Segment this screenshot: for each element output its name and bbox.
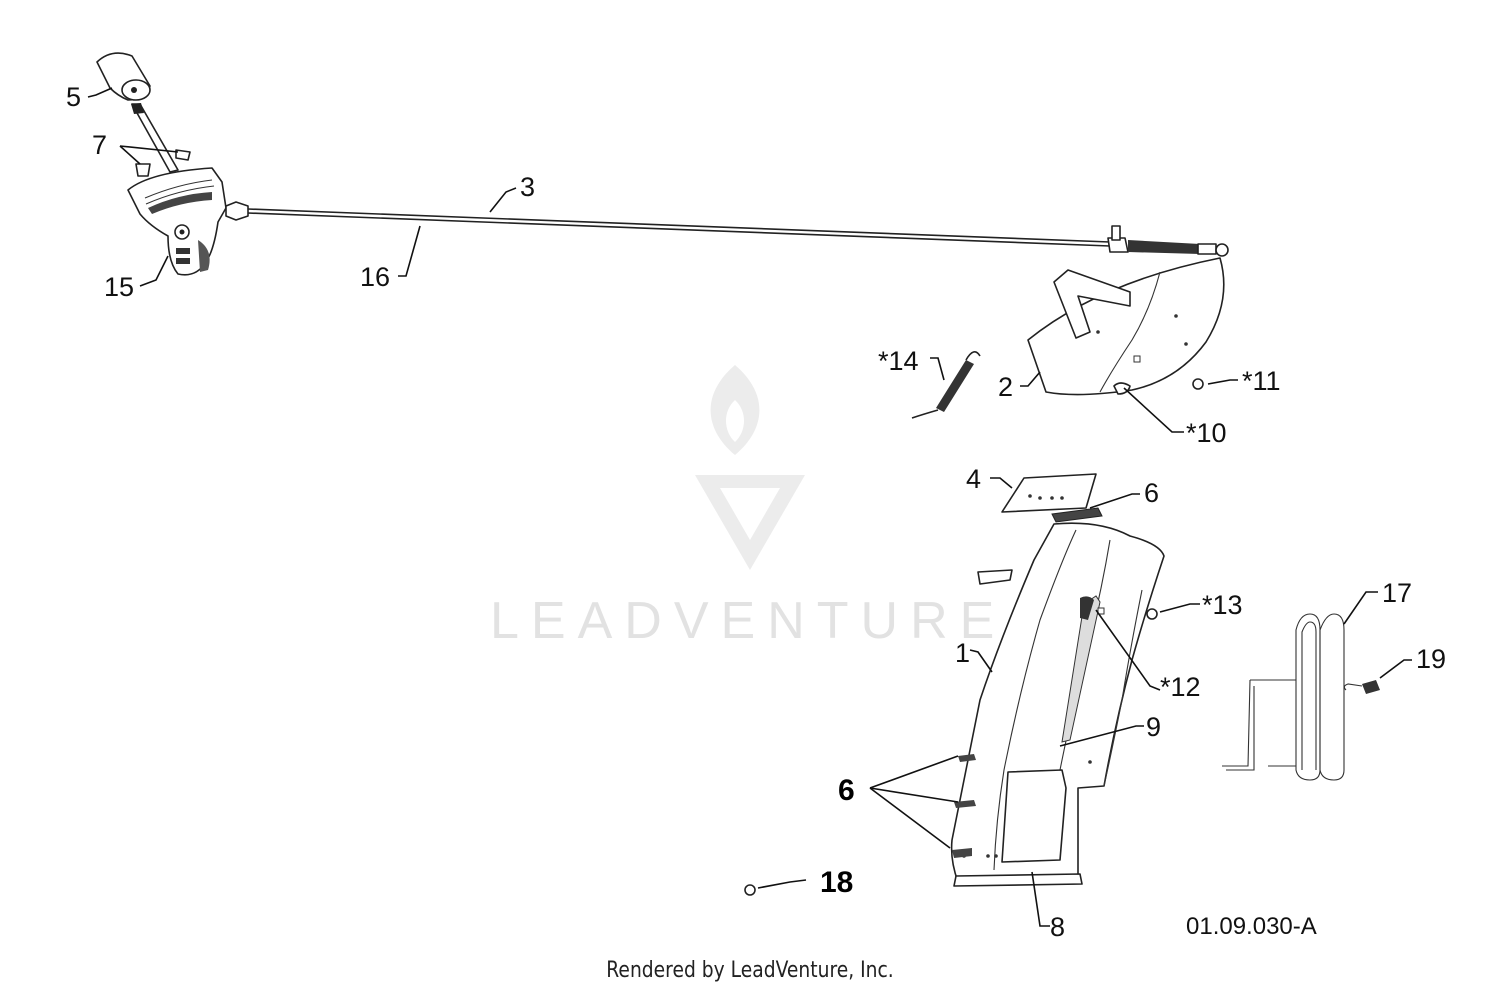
callout-18: 18 <box>820 866 853 899</box>
footer-credit: Rendered by LeadVenture, Inc. <box>606 958 894 983</box>
part-chute-deflector <box>1027 257 1225 396</box>
part-washer <box>1146 608 1158 620</box>
callout-15: 15 <box>104 272 134 302</box>
callout-7: 7 <box>92 130 107 160</box>
callout-17: 17 <box>1382 578 1412 608</box>
callout-13: *13 <box>1202 590 1243 620</box>
part-shift-rod <box>131 103 179 173</box>
callout-6-bottom: 6 <box>838 774 855 807</box>
callout-4: 4 <box>966 464 981 494</box>
leadventure-watermark: LEADVENTURE <box>490 365 1006 650</box>
callout-12: *12 <box>1160 672 1201 702</box>
part-hinge-pin-top <box>1051 507 1103 523</box>
part-chute <box>950 522 1165 887</box>
part-pins-lower <box>952 754 976 858</box>
callout-16: 16 <box>360 262 390 292</box>
part-knob <box>96 52 151 101</box>
callout-labels: 1 2 3 4 5 6 6 7 8 9 *10 *11 *12 *13 *14 … <box>66 82 1446 942</box>
callout-1: 1 <box>955 638 970 668</box>
watermark-brand: LEADVENTURE <box>490 592 1006 650</box>
part-rod-guide <box>1222 613 1345 781</box>
callout-9: 9 <box>1146 712 1161 742</box>
part-spring <box>911 351 981 419</box>
callout-11: *11 <box>1242 366 1281 396</box>
part-pins <box>135 149 191 177</box>
callout-2: 2 <box>998 372 1013 402</box>
diagram-code: 01.09.030-A <box>1186 913 1317 940</box>
part-shift-bracket <box>127 167 227 276</box>
leader-lines <box>87 87 1412 927</box>
part-clip <box>1343 680 1380 694</box>
callout-5: 5 <box>66 82 81 112</box>
part-nut-18 <box>744 884 756 896</box>
callout-19: 19 <box>1416 644 1446 674</box>
part-cable <box>225 201 1229 257</box>
part-nut-small <box>1192 378 1204 390</box>
callout-8: 8 <box>1050 912 1065 942</box>
callout-6-top: 6 <box>1144 478 1159 508</box>
callout-14: *14 <box>878 346 919 376</box>
callout-3: 3 <box>520 172 535 202</box>
callout-10: *10 <box>1186 418 1227 448</box>
part-plate <box>1001 473 1097 513</box>
